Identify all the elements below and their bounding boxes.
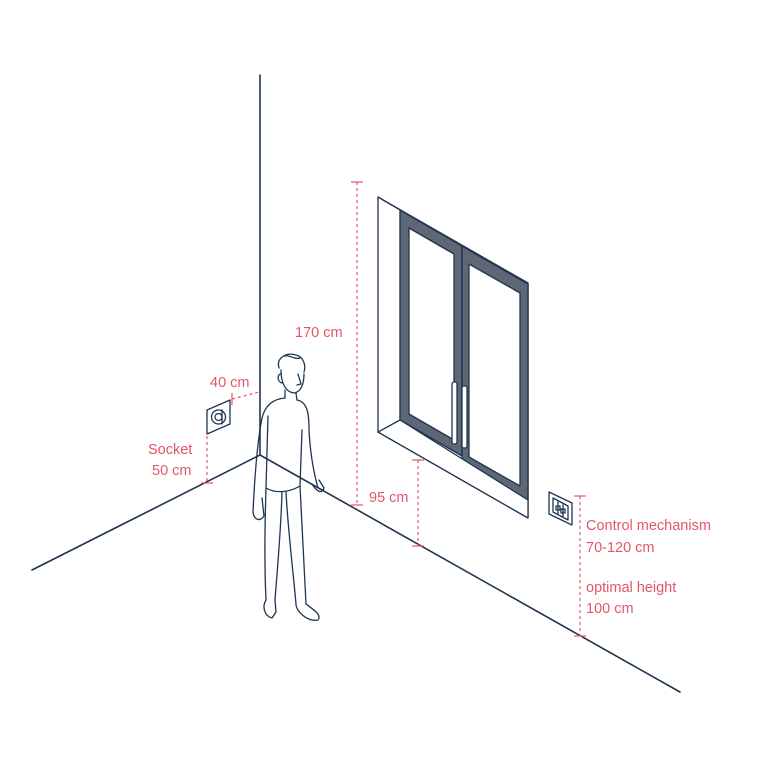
- label-control-title: Control mechanism: [586, 518, 711, 534]
- labels: 170 cm 95 cm 40 cm Socket 50 cm Control …: [148, 325, 711, 617]
- room-edges: [31, 74, 681, 693]
- window: [377, 196, 529, 519]
- label-socket-height: 50 cm: [152, 463, 192, 479]
- window-handle-left: [451, 381, 458, 445]
- switch-icon: [548, 491, 573, 526]
- label-optimal-value: 100 cm: [586, 601, 634, 617]
- label-socket-distance: 40 cm: [210, 375, 250, 391]
- window-glass-right: [468, 263, 521, 487]
- label-window-height: 170 cm: [295, 325, 343, 341]
- dimension-lines: [201, 181, 586, 637]
- person-figure: [252, 353, 325, 621]
- floor-edge-right: [259, 454, 681, 693]
- label-socket-title: Socket: [148, 442, 192, 458]
- label-sill-height: 95 cm: [369, 490, 409, 506]
- reveal-top: [377, 196, 401, 211]
- window-glass-left: [408, 227, 455, 441]
- floor-edge-left: [31, 454, 261, 571]
- window-handle-right: [461, 385, 468, 449]
- label-control-range: 70-120 cm: [586, 540, 655, 556]
- dim-socket-distance: [231, 391, 260, 400]
- label-optimal-title: optimal height: [586, 580, 676, 596]
- socket-icon: [206, 399, 231, 435]
- window-sill: [377, 419, 529, 519]
